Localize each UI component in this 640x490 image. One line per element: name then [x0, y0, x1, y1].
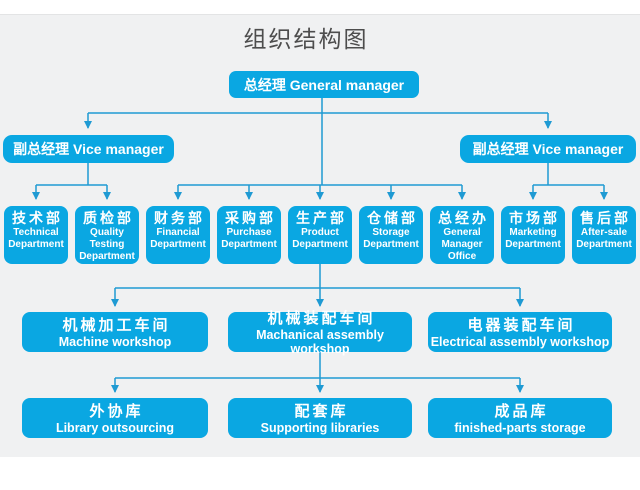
dept-name-en: Product Department	[292, 227, 348, 251]
dept-name-en: Technical Department	[8, 227, 64, 251]
warehouse-name-zh: 配套库	[294, 402, 349, 420]
node-supporting-library: 配套库 Supporting libraries	[228, 398, 412, 438]
page-title: 组织结构图	[243, 26, 369, 52]
workshop-name-zh: 电器装配车间	[467, 316, 576, 334]
node-mechanical-assembly-workshop: 机械装配车间 Machanical assembly workshop	[228, 309, 412, 356]
node-outsourcing-library: 外协库 Library outsourcing	[22, 398, 208, 438]
dept-name-en: Financial Department	[150, 227, 206, 251]
dept-name-zh: 仓储部	[367, 210, 418, 226]
dept-name-en: General Manager Office	[441, 227, 483, 262]
workshop-name-zh: 机械加工车间	[62, 316, 171, 334]
workshop-name-en: Machine workshop	[58, 334, 172, 349]
node-general-manager: 总经理 General manager	[229, 71, 419, 98]
warehouse-name-en: Library outsourcing	[55, 420, 175, 435]
dept-name-en: Marketing Department	[505, 227, 561, 251]
node-dept-purchase: 采购部 Purchase Department	[217, 206, 281, 264]
node-dept-storage: 仓储部 Storage Department	[359, 206, 423, 264]
dept-name-en: Storage Department	[363, 227, 419, 251]
node-vice-manager-left: 副总经理 Vice manager	[3, 135, 174, 163]
warehouse-name-en: Supporting libraries	[260, 420, 380, 435]
dept-name-zh: 市场部	[509, 210, 560, 226]
node-dept-general-manager-office: 总经办 General Manager Office	[430, 206, 494, 264]
dept-name-en: Purchase Department	[221, 227, 277, 251]
dept-name-en: After-sale Department	[576, 227, 632, 251]
dept-name-zh: 财务部	[154, 210, 205, 226]
node-machine-workshop: 机械加工车间 Machine workshop	[22, 312, 208, 352]
dept-name-zh: 采购部	[225, 210, 276, 226]
dept-name-en: Quality Testing Department	[79, 227, 135, 262]
node-dept-quality-testing: 质检部 Quality Testing Department	[75, 206, 139, 264]
node-dept-marketing: 市场部 Marketing Department	[501, 206, 565, 264]
warehouse-name-en: finished-parts storage	[454, 420, 586, 435]
node-dept-product: 生产部 Product Department	[288, 206, 352, 264]
workshop-name-en: Machanical assembly workshop	[256, 327, 384, 356]
dept-name-zh: 售后部	[580, 210, 631, 226]
warehouse-name-zh: 外协库	[89, 402, 144, 420]
node-dept-financial: 财务部 Financial Department	[146, 206, 210, 264]
node-finished-parts-storage: 成品库 finished-parts storage	[428, 398, 612, 438]
node-dept-after-sale: 售后部 After-sale Department	[572, 206, 636, 264]
dept-name-zh: 质检部	[83, 210, 134, 226]
dept-name-zh: 生产部	[296, 210, 347, 226]
node-dept-technical: 技术部 Technical Department	[4, 206, 68, 264]
workshop-name-en: Electrical assembly workshop	[430, 334, 610, 349]
node-electrical-assembly-workshop: 电器装配车间 Electrical assembly workshop	[428, 312, 612, 352]
warehouse-name-zh: 成品库	[494, 402, 549, 420]
dept-name-zh: 总经办	[438, 210, 489, 226]
node-vice-manager-right: 副总经理 Vice manager	[460, 135, 636, 163]
dept-name-zh: 技术部	[12, 210, 63, 226]
workshop-name-zh: 机械装配车间	[267, 309, 376, 327]
